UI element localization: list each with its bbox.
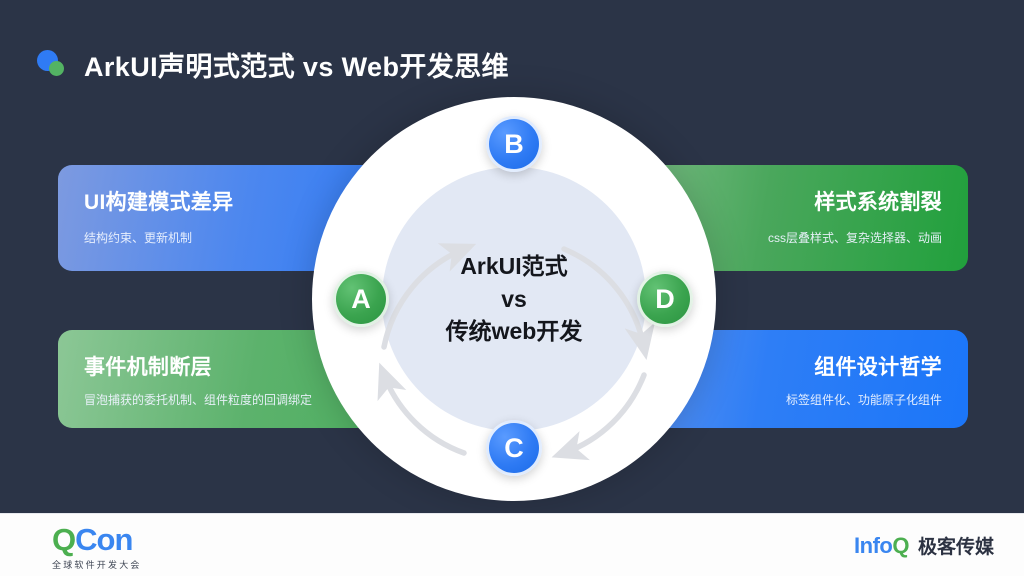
center-line-3: 传统web开发 [445,318,583,345]
qcon-subtitle: 全球软件开发大会 [52,560,142,570]
card-subtitle: 冒泡捕获的委托机制、组件粒度的回调绑定 [84,393,313,408]
card-title: UI构建模式差异 [84,191,234,214]
center-line-1: ArkUI范式 [460,253,568,280]
qcon-con-letters: Con [75,522,133,557]
infoq-cn-label: 极客传媒 [917,537,994,558]
qcon-q-letter: Q [52,522,76,557]
node-c-label: C [504,432,524,463]
page-title: ArkUI声明式范式 vs Web开发思维 [84,51,509,82]
brand-dots-icon [36,48,70,80]
qcon-logo: QCon 全球软件开发大会 [52,524,142,571]
infoq-q-letter: Q [892,533,909,558]
node-c[interactable]: C [486,420,542,476]
node-a[interactable]: A [333,271,389,327]
center-label: ArkUI范式 vs 传统web开发 [312,97,716,501]
card-title: 样式系统割裂 [814,191,942,214]
card-subtitle: 标签组件化、功能原子化组件 [785,393,942,408]
card-title: 组件设计哲学 [814,356,942,379]
card-subtitle: 结构约束、更新机制 [84,231,193,246]
brand-dot-green-icon [49,61,64,76]
infoq-info-letters: Info [854,533,893,558]
infoq-logo: InfoQ 极客传媒 [854,535,994,558]
slide-header: ArkUI声明式范式 vs Web开发思维 [36,44,509,84]
node-b[interactable]: B [486,116,542,172]
infoq-wordmark: InfoQ [854,535,909,557]
qcon-wordmark: QCon [52,524,142,555]
card-subtitle: css层叠样式、复杂选择器、动画 [767,231,942,246]
inner-circle [382,167,646,431]
slide-footer: QCon 全球软件开发大会 InfoQ 极客传媒 [0,513,1024,576]
node-d[interactable]: D [637,271,693,327]
card-title: 事件机制断层 [84,356,212,379]
node-b-label: B [504,128,524,159]
node-a-label: A [351,283,371,314]
center-line-2: vs [501,285,527,312]
cycle-arrows-icon [377,243,655,461]
node-d-label: D [655,283,675,314]
